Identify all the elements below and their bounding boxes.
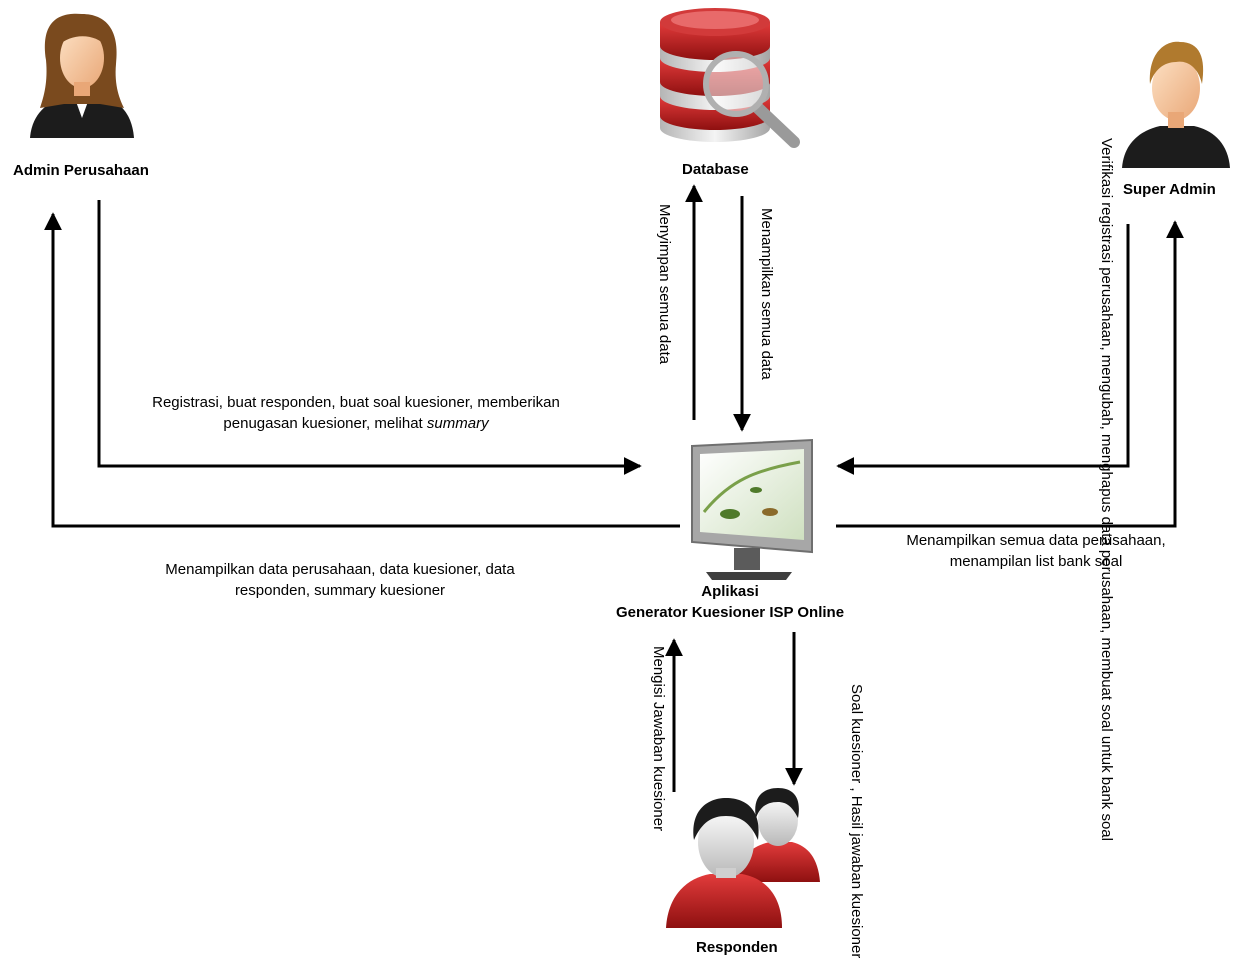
admin-perusahaan-icon: [30, 13, 134, 138]
flow-label-app-to-responden-line1: Soal kuesioner ,: [848, 684, 865, 792]
flow-label-responden-to-app-line2: Jawaban kuesioner: [650, 701, 667, 832]
application-monitor-icon: [691, 438, 813, 580]
admin-perusahaan-label: Admin Perusahaan: [13, 162, 149, 179]
application-label-line1: Aplikasi: [701, 583, 759, 600]
application-label-line2: Generator Kuesioner ISP Online: [615, 604, 845, 621]
arrow-app-to-admin: [44, 212, 680, 528]
arrow-admin-to-app: [97, 200, 642, 475]
application-label: Aplikasi Generator Kuesioner ISP Online: [580, 581, 880, 623]
flow-label-responden-to-app-line1: Mengisi: [650, 646, 667, 698]
database-icon: [660, 8, 800, 148]
flow-label-app-to-superadmin-line2: menampilan list bank soal: [949, 553, 1123, 570]
flow-label-superadmin-to-app: Verifikasi registrasi perusahaan, mengub…: [1050, 138, 1116, 841]
flow-label-admin-to-app: Registrasi, buat responden, buat soal ku…: [116, 392, 596, 434]
arrow-app-to-superadmin: [836, 220, 1184, 528]
super-admin-icon: [1122, 41, 1230, 168]
arrow-superadmin-to-app: [836, 224, 1130, 475]
flow-label-app-to-superadmin: Menampilkan semua data perusahaan, menam…: [878, 530, 1194, 572]
flow-text: penugasan kuesioner, melihat: [223, 415, 427, 432]
flow-label-superadmin-to-app-line1: Verifikasi registrasi perusahaan,: [1098, 138, 1115, 351]
flow-label-app-to-responden: Soal kuesioner , Hasil jawaban kuesioner: [822, 684, 866, 958]
flow-label-app-to-responden-line2: Hasil jawaban kuesioner: [848, 795, 865, 958]
flow-label-app-to-admin-line2: responden, summary kuesioner: [234, 582, 446, 599]
flow-label-admin-to-app-line2: penugasan kuesioner, melihat summary: [116, 413, 596, 434]
responden-label: Responden: [696, 939, 778, 956]
super-admin-label: Super Admin: [1123, 181, 1216, 198]
flow-text-italic: summary: [426, 415, 489, 432]
flow-label-app-to-admin-line1: Menampilkan data perusahaan, data kuesio…: [165, 561, 515, 578]
flow-label-app-to-database: Menyimpan semua data: [656, 204, 673, 365]
flow-label-superadmin-to-app-line2: mengubah, menghapus data perusahaan,: [1098, 354, 1115, 634]
flow-label-app-to-admin: Menampilkan data perusahaan, data kuesio…: [130, 559, 550, 601]
flow-label-app-to-superadmin-line1: Menampilkan semua data perusahaan,: [906, 532, 1166, 549]
flow-label-responden-to-app: Mengisi Jawaban kuesioner: [624, 646, 668, 831]
responden-icon: [666, 788, 820, 928]
flow-label-superadmin-to-app-line3: membuat soal untuk bank soal: [1098, 637, 1115, 841]
connector-lines: [44, 184, 1184, 792]
flow-label-database-to-app: Menampilkan semua data: [758, 208, 775, 380]
flow-label-admin-to-app-line1: Registrasi, buat responden, buat soal ku…: [152, 394, 560, 411]
database-label: Database: [682, 161, 749, 178]
